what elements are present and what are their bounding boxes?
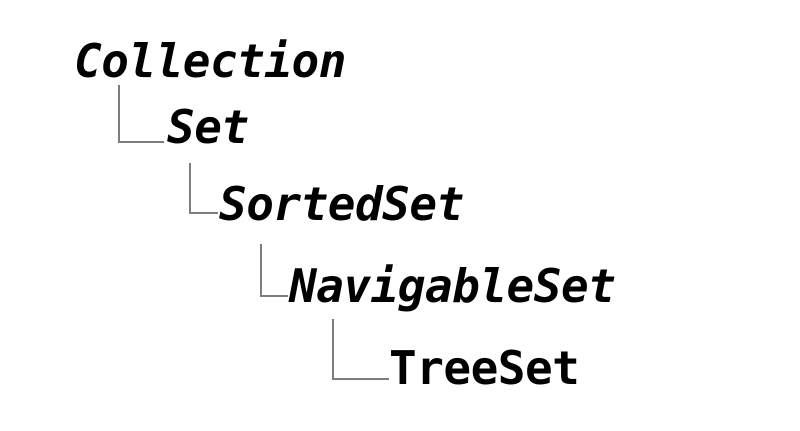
connector-sortedset-to-navigableset	[260, 244, 288, 297]
connector-arm	[189, 212, 218, 214]
connector-navigableset-to-treeset	[332, 319, 389, 380]
connector-collection-to-set	[118, 85, 164, 143]
node-sortedset: SortedSet	[219, 177, 464, 231]
node-collection: Collection	[74, 34, 346, 88]
connector-stem	[260, 244, 262, 297]
connector-set-to-sortedset	[189, 163, 218, 214]
connector-arm	[118, 141, 164, 143]
connector-stem	[189, 163, 191, 214]
connector-arm	[332, 378, 389, 380]
node-navigableset: NavigableSet	[289, 259, 616, 313]
connector-stem	[118, 85, 120, 143]
node-treeset: TreeSet	[389, 341, 580, 395]
connector-arm	[260, 295, 288, 297]
connector-stem	[332, 319, 334, 380]
node-set: Set	[167, 100, 249, 154]
